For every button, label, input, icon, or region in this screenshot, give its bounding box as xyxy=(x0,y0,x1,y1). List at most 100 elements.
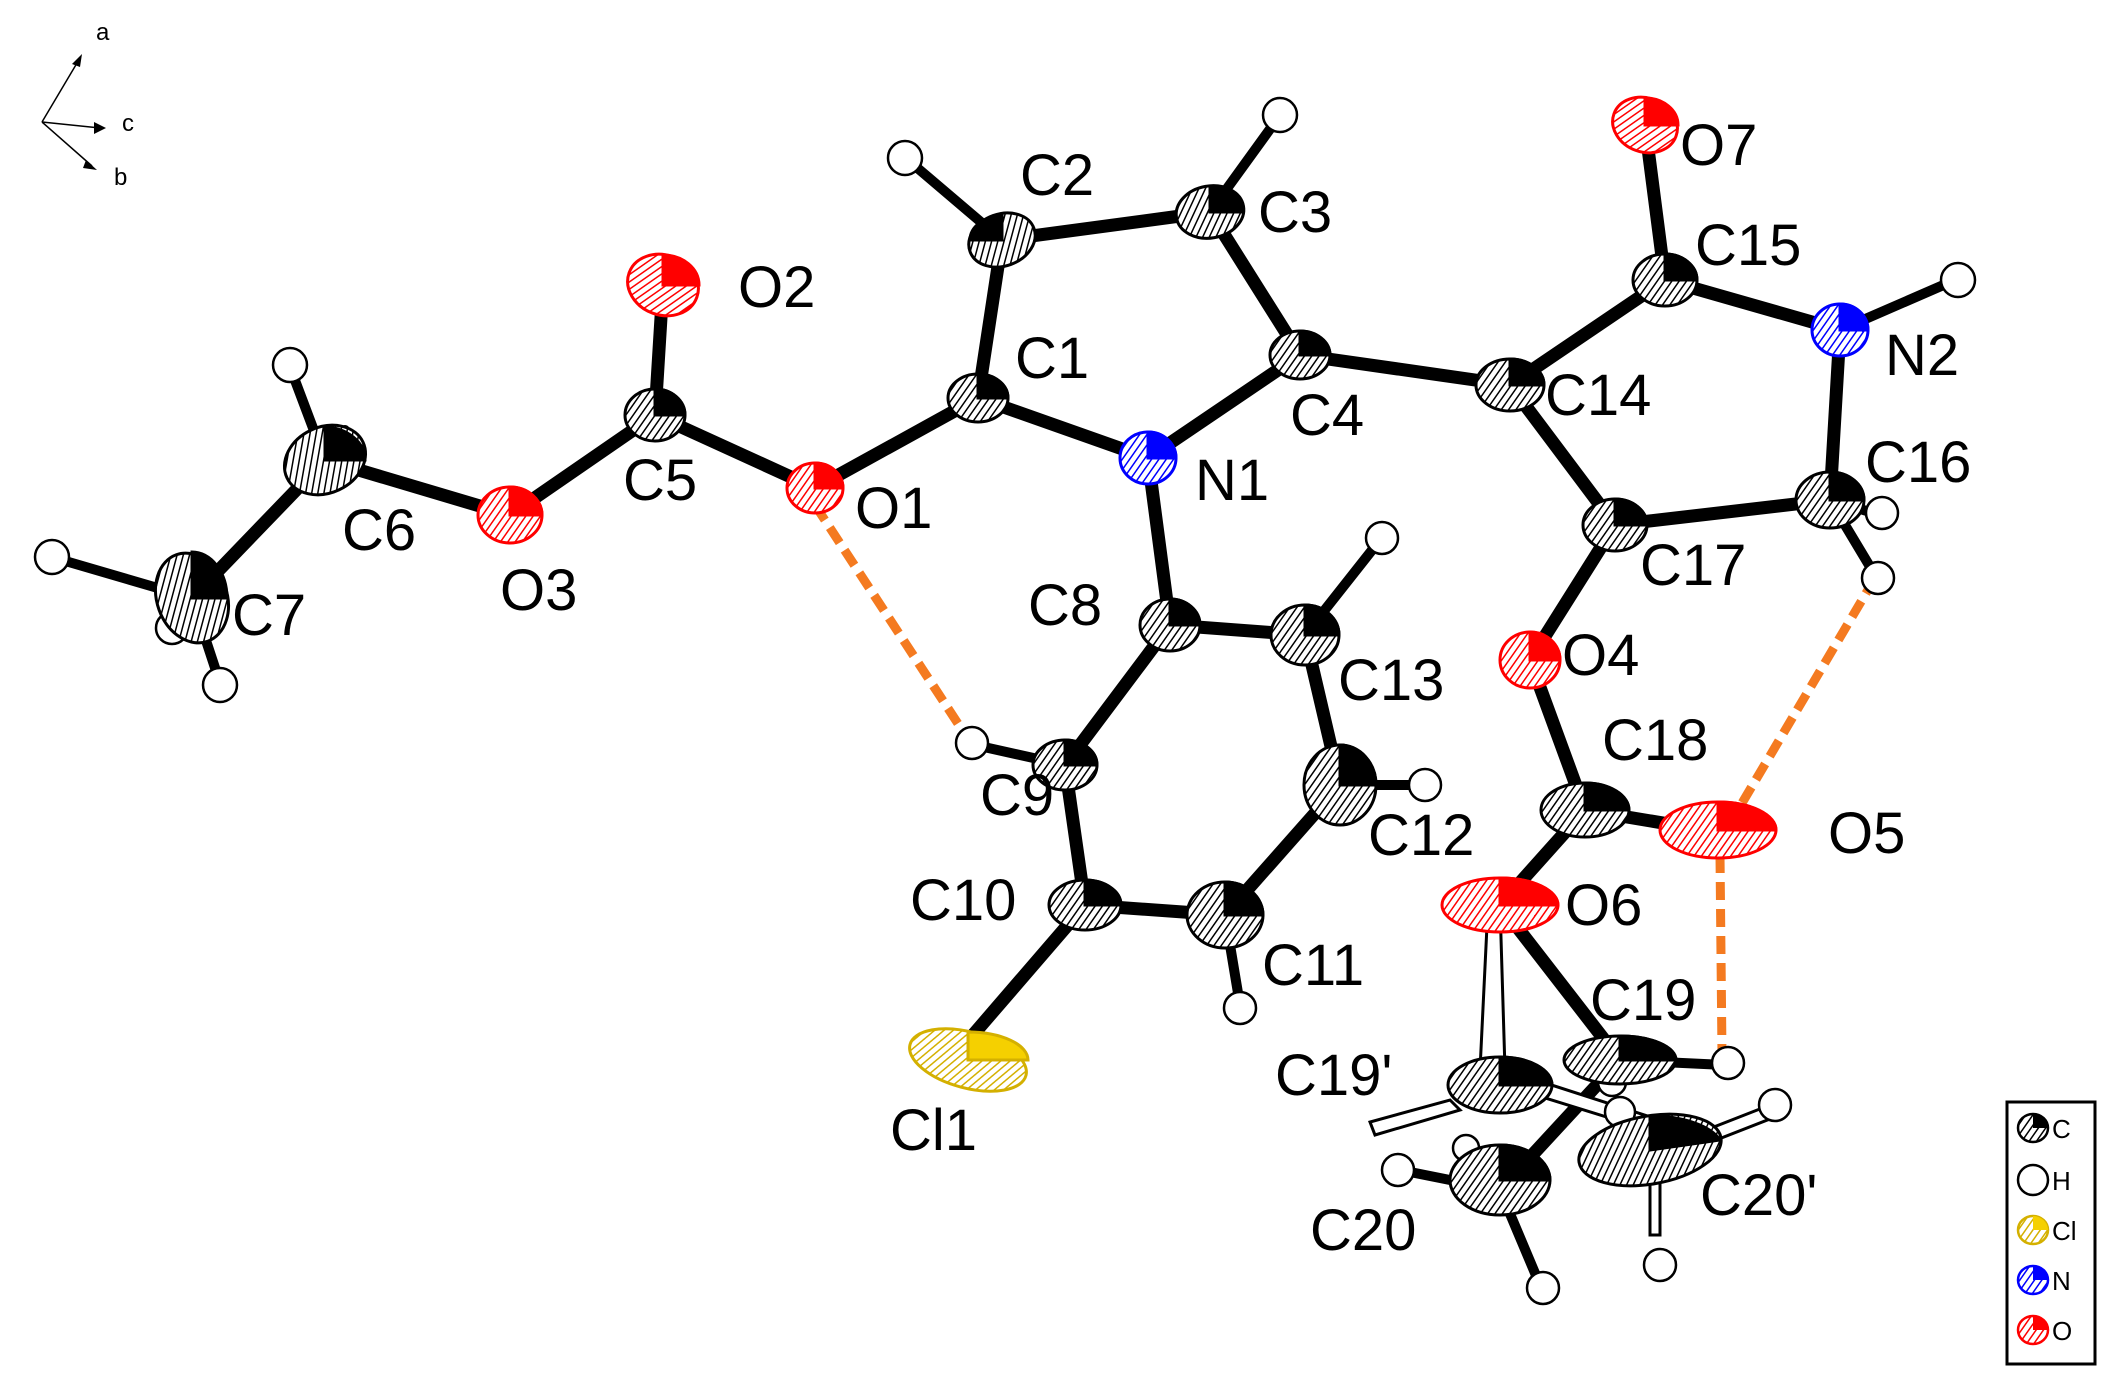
label-c11: C11 xyxy=(1262,933,1364,998)
label-c3: C3 xyxy=(1258,180,1332,245)
nitrogen-atoms xyxy=(1118,302,1870,486)
atom-c20 xyxy=(1448,1143,1552,1217)
legend-label-cl: Cl xyxy=(2052,1216,2077,1246)
axis-a-label: a xyxy=(96,19,110,46)
h-atom-c3 xyxy=(1261,96,1299,134)
atom-n2 xyxy=(1810,302,1870,358)
atom-c11 xyxy=(1185,880,1265,950)
hbond-o1-h9 xyxy=(811,502,974,745)
label-o5: O5 xyxy=(1828,801,1905,866)
atom-n1 xyxy=(1118,430,1178,486)
atom-c2 xyxy=(967,211,1037,269)
label-c5: C5 xyxy=(623,448,697,513)
atom-o6 xyxy=(1440,876,1560,934)
label-c14: C14 xyxy=(1545,363,1651,428)
h-atom-c20b xyxy=(1525,1270,1561,1306)
label-c19: C19 xyxy=(1590,968,1696,1033)
label-c2: C2 xyxy=(1020,143,1094,208)
label-c16: C16 xyxy=(1865,430,1971,495)
label-o2: O2 xyxy=(738,255,815,320)
h-atom-c20a xyxy=(1380,1152,1416,1188)
chlorine-atoms xyxy=(908,1027,1030,1093)
atom-cl1 xyxy=(908,1027,1030,1093)
legend-label-o: O xyxy=(2052,1316,2072,1346)
legend-label-c: C xyxy=(2052,1114,2071,1144)
label-c15: C15 xyxy=(1695,213,1801,278)
atom-o7 xyxy=(1611,95,1680,155)
h-atom-c20pa xyxy=(1757,1087,1793,1123)
h-atom-c9 xyxy=(954,725,990,761)
label-c7: C7 xyxy=(232,583,306,648)
atom-labels: C2 C3 C1 C4 N1 O2 C5 O1 C6 O3 C7 O7 C15 … xyxy=(232,113,1971,1263)
label-c13: C13 xyxy=(1338,648,1444,713)
legend-item-h: H xyxy=(2016,1163,2071,1197)
legend-label-n: N xyxy=(2052,1266,2071,1296)
label-cl1: Cl1 xyxy=(890,1098,977,1163)
carbon-atoms xyxy=(154,184,1866,1217)
label-c9: C9 xyxy=(980,763,1054,828)
atom-c19 xyxy=(1562,1034,1678,1086)
oxygen-atoms xyxy=(476,95,1778,934)
atom-c7 xyxy=(154,550,230,645)
label-n1: N1 xyxy=(1195,448,1269,513)
atom-c4 xyxy=(1268,329,1332,381)
atom-c14 xyxy=(1474,357,1546,413)
atom-c20prime xyxy=(1577,1112,1723,1188)
h-atom-c16a xyxy=(1864,495,1900,531)
h-atom-c12 xyxy=(1407,767,1443,803)
label-o1: O1 xyxy=(855,476,932,541)
atom-c6 xyxy=(282,423,368,497)
h-atom-c2 xyxy=(886,139,924,177)
label-c12: C12 xyxy=(1368,803,1474,868)
label-c17: C17 xyxy=(1640,533,1746,598)
h-atom-n2 xyxy=(1939,261,1977,299)
label-c20: C20 xyxy=(1310,1198,1416,1263)
label-o3: O3 xyxy=(500,558,577,623)
label-o6: O6 xyxy=(1565,873,1642,938)
atom-c12 xyxy=(1302,743,1378,827)
atom-c1 xyxy=(946,372,1010,424)
h-atom-c7a xyxy=(33,538,71,576)
h-atom-c16b xyxy=(1860,560,1896,596)
label-c18: C18 xyxy=(1602,708,1708,773)
legend-item-n: N xyxy=(2016,1264,2071,1296)
label-c19prime: C19' xyxy=(1275,1043,1392,1108)
atom-o3 xyxy=(476,485,544,545)
h-atom-c20pb xyxy=(1642,1247,1678,1283)
axis-c-label: c xyxy=(122,110,134,137)
label-o4: O4 xyxy=(1562,623,1639,688)
atom-o2 xyxy=(626,252,701,318)
label-c8: C8 xyxy=(1028,573,1102,638)
axis-b-label: b xyxy=(114,164,127,191)
atom-c17 xyxy=(1581,497,1649,553)
hbond-o5-h19 xyxy=(1715,854,1727,1056)
atom-o4 xyxy=(1498,630,1562,690)
label-c20prime: C20' xyxy=(1700,1163,1817,1228)
label-n2: N2 xyxy=(1885,323,1959,388)
atom-c16 xyxy=(1794,470,1866,530)
h-atom-c6a xyxy=(271,346,309,384)
atom-c5 xyxy=(623,387,687,443)
atom-c9 xyxy=(1031,738,1099,792)
label-c10: C10 xyxy=(910,868,1016,933)
atom-c8 xyxy=(1138,597,1202,653)
legend-item-o: O xyxy=(2016,1314,2072,1346)
label-c6: C6 xyxy=(342,498,416,563)
h-atom-c7b xyxy=(201,666,239,704)
atom-o5 xyxy=(1658,800,1778,860)
h-atom-c13 xyxy=(1364,520,1400,556)
label-c1: C1 xyxy=(1015,326,1089,391)
hydrogen-atoms xyxy=(33,96,1977,1306)
hbond-h16-o5 xyxy=(1731,575,1879,818)
atom-c15 xyxy=(1631,252,1699,308)
atom-c18 xyxy=(1539,781,1631,839)
legend-item-cl: Cl xyxy=(2016,1214,2077,1246)
h-atom-c19 xyxy=(1710,1045,1746,1081)
atom-c19prime xyxy=(1446,1055,1554,1115)
legend-item-c: C xyxy=(2016,1112,2071,1144)
label-c4: C4 xyxy=(1290,383,1364,448)
axes-indicator: a c b xyxy=(41,19,134,191)
atom-c13 xyxy=(1269,603,1341,667)
atom-c10 xyxy=(1047,878,1123,932)
